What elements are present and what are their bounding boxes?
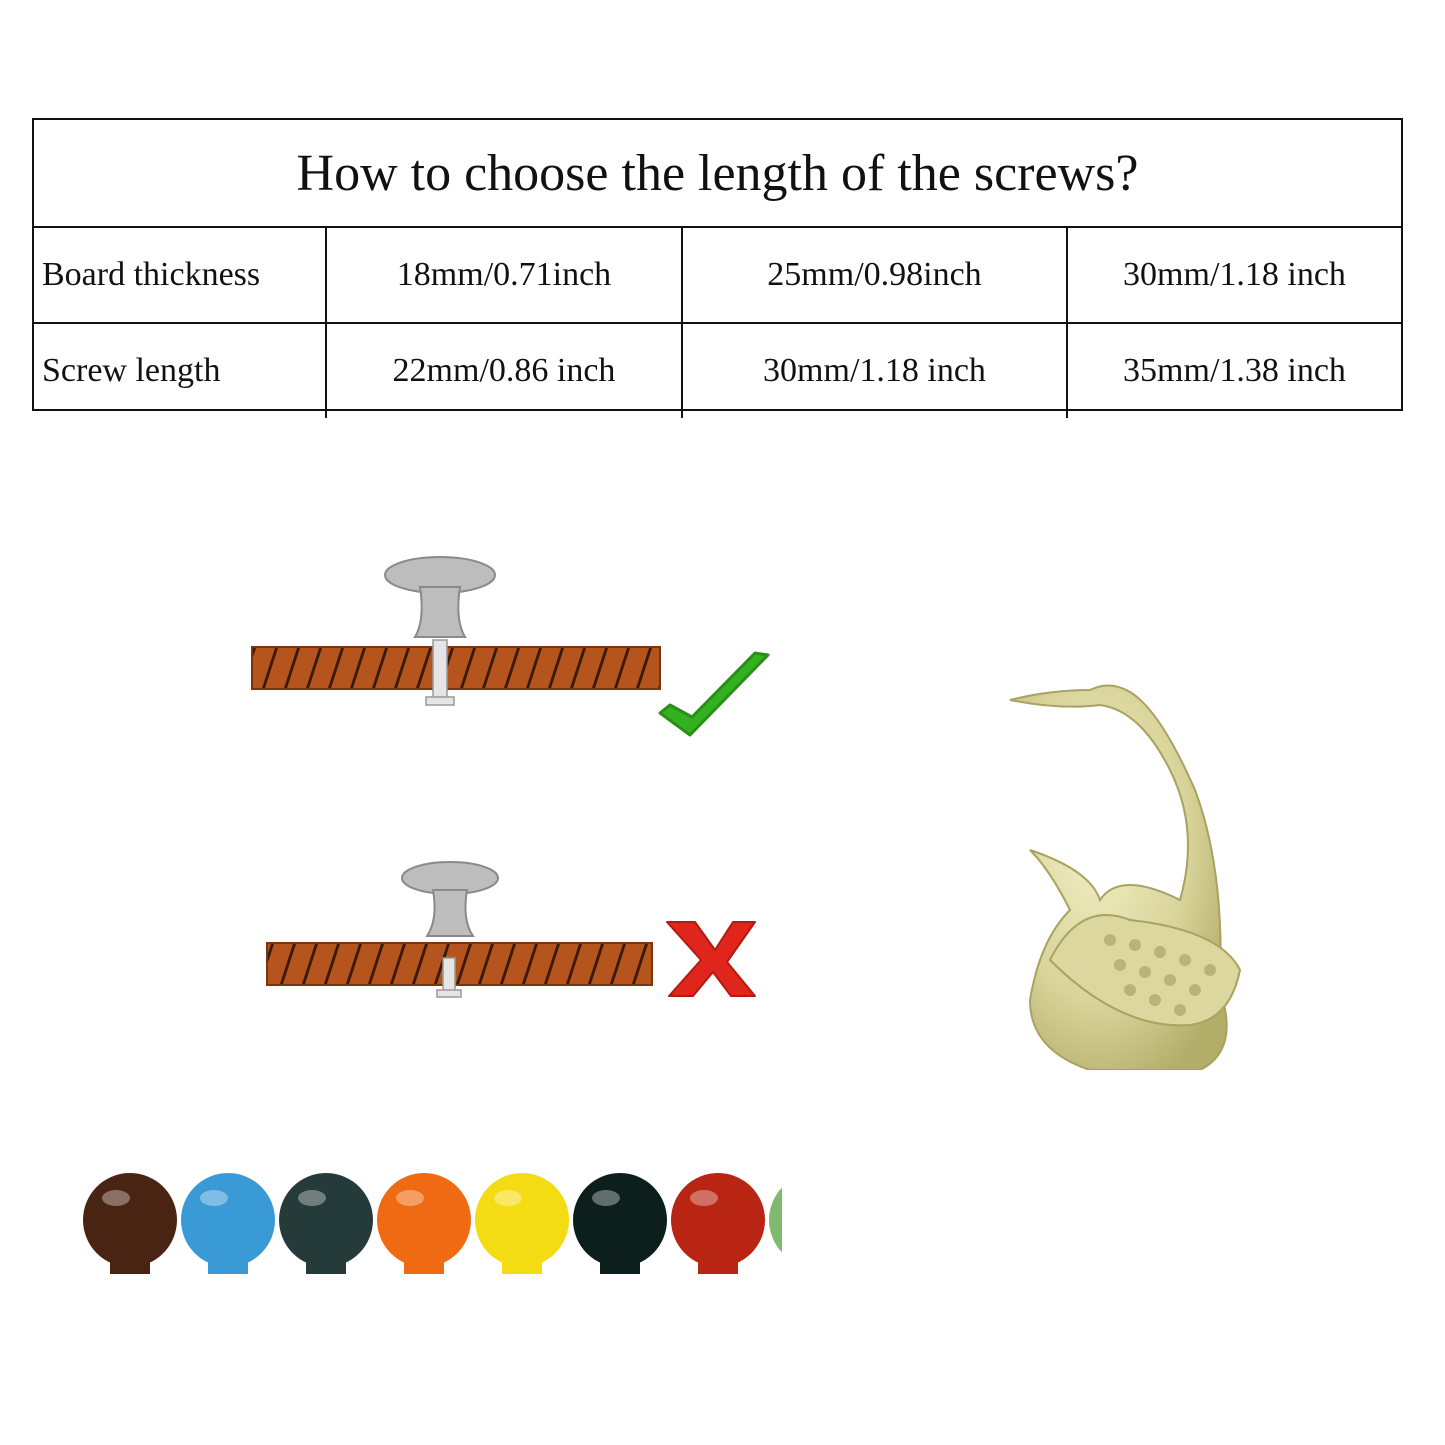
- knob-color-row: [83, 1173, 782, 1274]
- knob-ball: [573, 1173, 667, 1267]
- screw-shaft: [442, 957, 456, 995]
- knob-ball: [769, 1187, 782, 1253]
- knob-ball: [377, 1173, 471, 1267]
- x-icon: [666, 921, 756, 997]
- knob-highlight: [200, 1190, 228, 1206]
- table-cell: 25mm/0.98inch: [681, 226, 1068, 324]
- row-label-screw-length: Screw length: [34, 322, 327, 418]
- knob-ball: [279, 1173, 373, 1267]
- wood-board: [266, 942, 653, 986]
- screw-length-table: How to choose the length of the screws? …: [32, 118, 1403, 418]
- table-cell: 30mm/1.18 inch: [1066, 226, 1401, 324]
- swan-figurine: [1009, 684, 1242, 1070]
- correct-install-diagram: [251, 556, 770, 737]
- knob-highlight: [396, 1190, 424, 1206]
- knob-highlight: [690, 1190, 718, 1206]
- knob-highlight: [102, 1190, 130, 1206]
- knob-highlight: [494, 1190, 522, 1206]
- table-cell: 30mm/1.18 inch: [681, 322, 1068, 418]
- row-label-board-thickness: Board thickness: [34, 226, 327, 324]
- knob-ball: [475, 1173, 569, 1267]
- table-title: How to choose the length of the screws?: [34, 120, 1401, 228]
- knob-ball: [671, 1173, 765, 1267]
- screw-head: [425, 696, 455, 706]
- knob-ball: [83, 1173, 177, 1267]
- swan-wing-holes: [1104, 934, 1216, 1016]
- check-icon: [658, 651, 770, 737]
- knob-ball: [181, 1173, 275, 1267]
- wrong-install-diagram: [266, 861, 756, 998]
- knob-highlight: [592, 1190, 620, 1206]
- table-cell: 35mm/1.38 inch: [1066, 322, 1401, 418]
- table-cell: 18mm/0.71inch: [325, 226, 683, 324]
- table-cell: 22mm/0.86 inch: [325, 322, 683, 418]
- wood-board: [251, 646, 661, 690]
- knob-stem: [425, 889, 475, 937]
- knob-stem: [413, 586, 467, 638]
- screw-head: [436, 989, 462, 998]
- knob-highlight: [298, 1190, 326, 1206]
- screw-shaft: [432, 639, 448, 703]
